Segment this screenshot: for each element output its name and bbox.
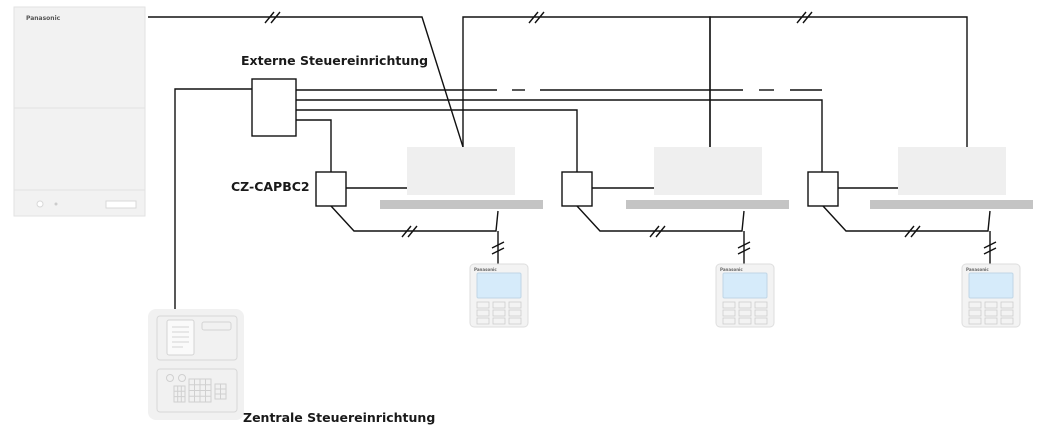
remote-brand: Panasonic [966, 267, 989, 272]
remote-brand: Panasonic [720, 267, 743, 272]
cable-markers [264, 11, 997, 255]
indoor-unit-3 [870, 147, 1033, 209]
external-controller-label: Externe Steuereinrichtung [241, 53, 429, 68]
outdoor-unit-brand: Panasonic [26, 15, 61, 22]
remote-brand: Panasonic [474, 267, 497, 272]
wired-remote-control-icon: Panasonic [715, 263, 775, 328]
indoor-unit-1 [380, 147, 543, 209]
wired-remote-control-icon: Panasonic [469, 263, 529, 328]
outdoor-unit-icon: Panasonic [13, 6, 146, 217]
indoor-unit-2 [626, 147, 789, 209]
central-controller-label: Zentrale Steuereinrichtung [243, 410, 436, 425]
central-controller-icon [148, 309, 244, 420]
adapter-label: CZ-CAPBC2 [231, 179, 310, 194]
wired-remote-control-icon: Panasonic [961, 263, 1021, 328]
wiring-lines [148, 16, 991, 309]
